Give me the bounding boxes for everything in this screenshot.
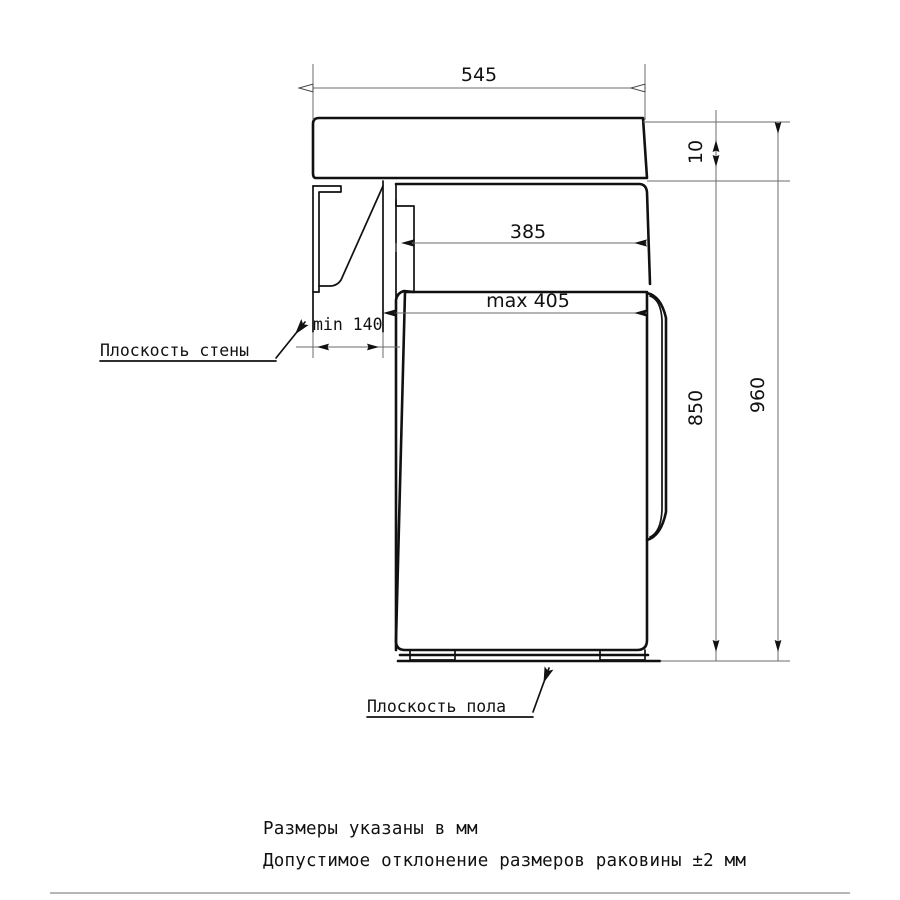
dimension-385: 385 — [395, 221, 647, 252]
dimension-max-405: max 405 — [383, 290, 647, 317]
wall-bracket-outline — [312, 180, 384, 333]
dimension-850-label: 850 — [685, 390, 707, 426]
washing-machine-outline — [394, 182, 668, 661]
note-line-1: Размеры указаны в мм — [263, 819, 478, 839]
dimension-545: 545 — [313, 64, 646, 120]
dimension-385-label: 385 — [510, 221, 546, 243]
callout-floor-plane: Плоскость пола — [366, 666, 554, 718]
dimension-min-140-label: min 140 — [313, 315, 383, 334]
dimension-min-140: min 140 — [296, 315, 400, 358]
sink-outline — [311, 116, 649, 180]
dimension-960-label: 960 — [747, 377, 769, 413]
dimension-max-405-label: max 405 — [486, 290, 570, 312]
dimension-545-label: 545 — [461, 64, 497, 86]
dimension-10: 10 — [685, 110, 720, 196]
notes-block: Размеры указаны в мм Допустимое отклонен… — [263, 819, 746, 871]
note-line-2: Допустимое отклонение размеров раковины … — [263, 851, 746, 871]
callout-floor-plane-label: Плоскость пола — [367, 697, 506, 716]
dimension-10-label: 10 — [685, 140, 707, 164]
callout-wall-plane-label: Плоскость стены — [100, 341, 249, 360]
callout-wall-plane: Плоскость стены — [99, 319, 309, 362]
dimension-960: 960 — [747, 122, 782, 661]
dimension-850: 850 — [685, 196, 720, 661]
